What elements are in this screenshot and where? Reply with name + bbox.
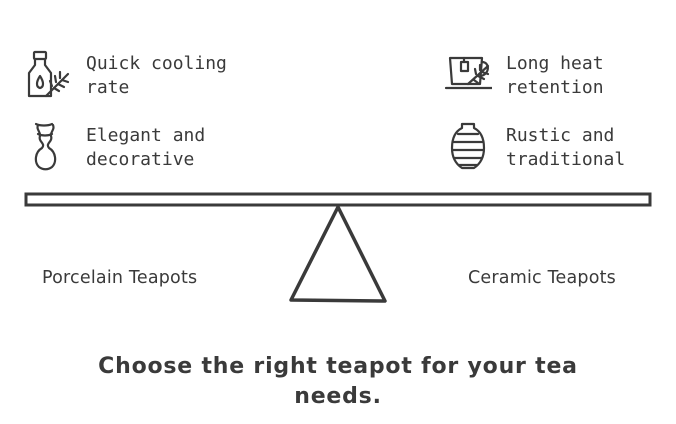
feature-text: Elegant and decorative	[86, 125, 206, 170]
seesaw-plank	[24, 192, 652, 207]
label-ceramic-teapots: Ceramic Teapots	[468, 268, 616, 288]
seesaw-fulcrum	[289, 205, 387, 303]
bottle-herb-icon	[27, 50, 70, 98]
feature-long-heat: Long heat retention	[444, 52, 656, 102]
urn-icon	[450, 122, 486, 170]
teacup-herb-icon	[444, 56, 492, 90]
feature-quick-cooling: Quick cooling rate	[24, 50, 236, 102]
diagram-caption: Choose the right teapot for your tea nee…	[98, 354, 578, 409]
label-porcelain-teapots: Porcelain Teapots	[42, 268, 198, 288]
feature-rustic: Rustic and traditional	[444, 122, 656, 174]
feature-text: Quick cooling rate	[86, 53, 227, 98]
feature-text: Rustic and traditional	[506, 125, 626, 170]
feature-elegant: Elegant and decorative	[24, 122, 236, 174]
feature-text: Long heat retention	[506, 53, 604, 98]
vase-icon	[34, 122, 57, 171]
